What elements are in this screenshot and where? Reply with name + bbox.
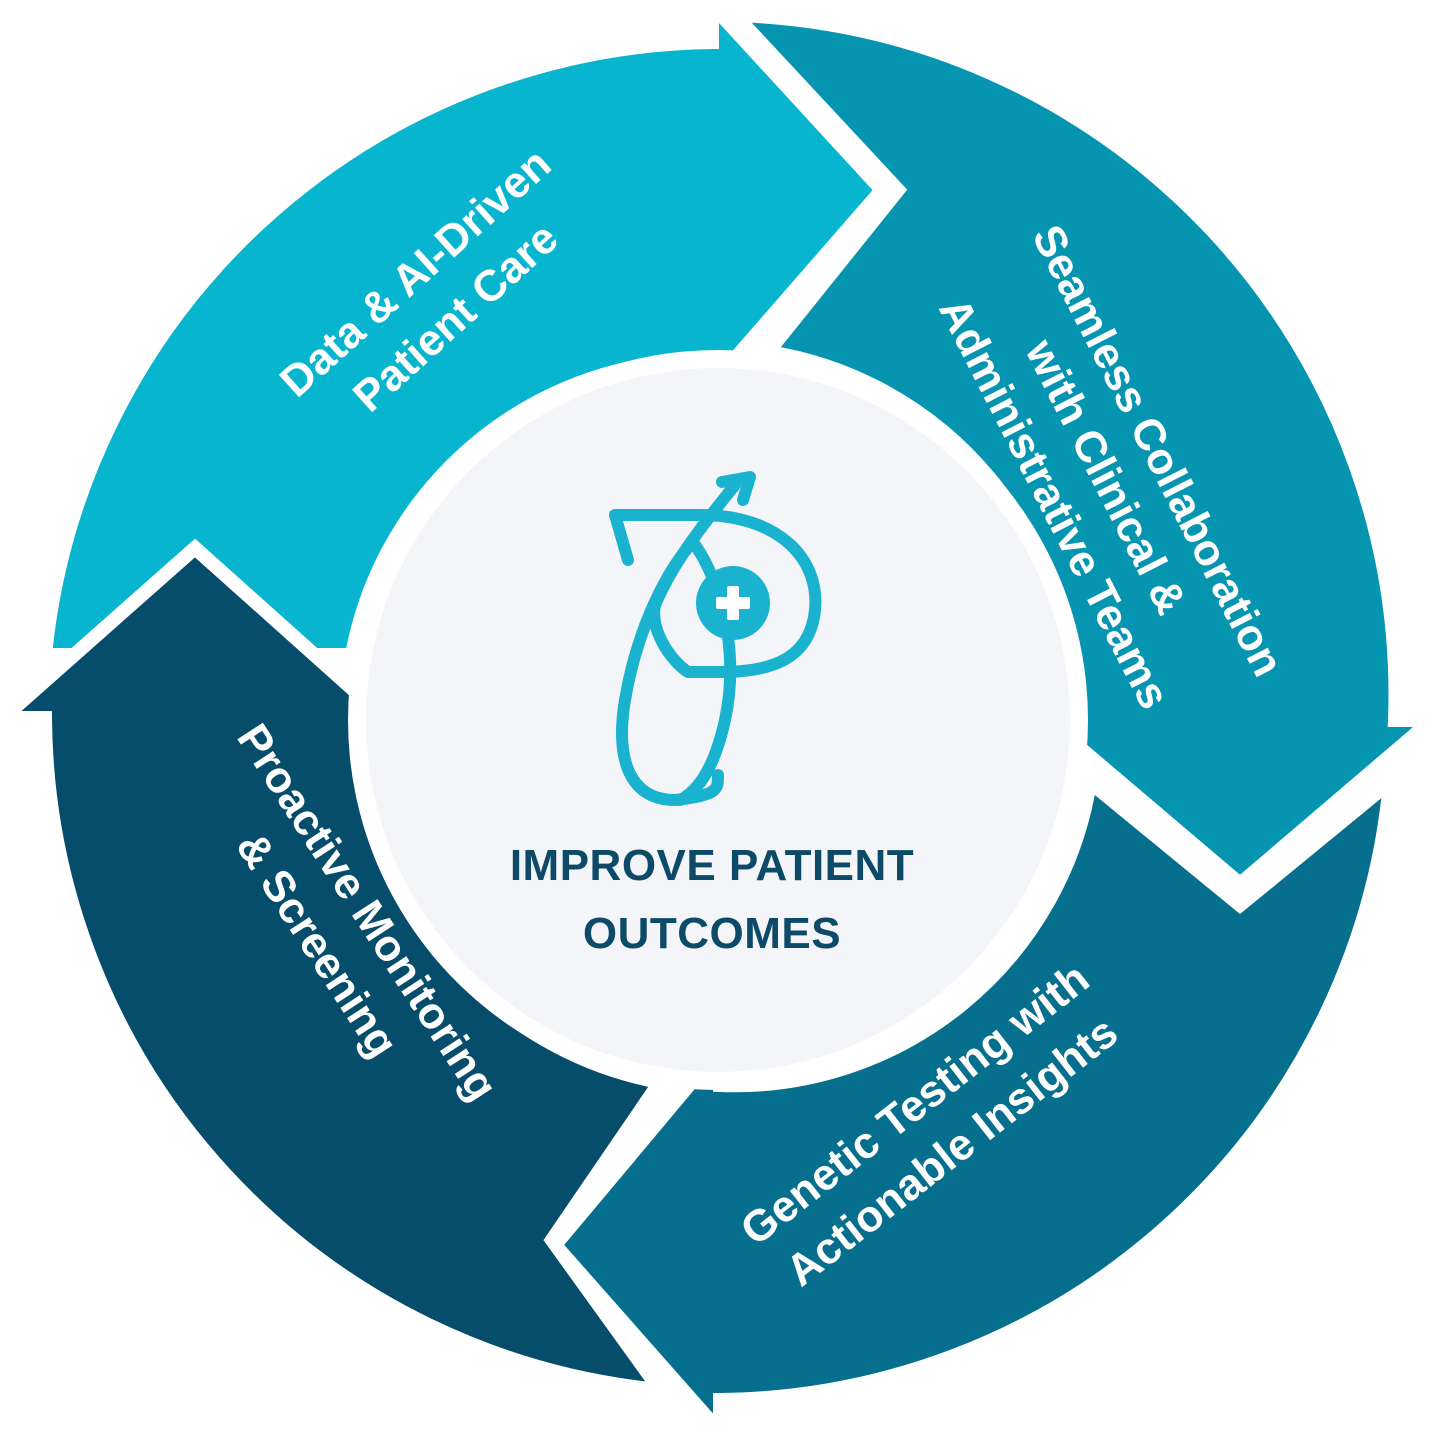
arrow-genetic — [545, 765, 1399, 1436]
plus-icon — [716, 586, 750, 620]
center-title-line-1: IMPROVE PATIENT — [510, 841, 914, 890]
center-inner-disc — [366, 368, 1070, 1072]
patient-logo-icon — [609, 471, 822, 806]
center-title-line-2: OUTCOMES — [583, 909, 841, 958]
